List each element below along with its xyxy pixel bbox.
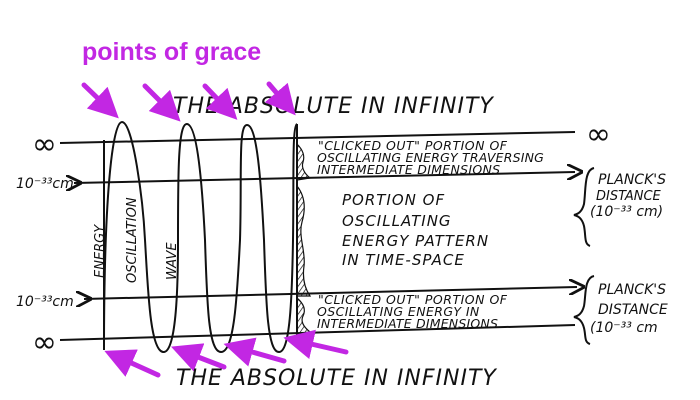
bottom-infinity-line (59, 324, 576, 341)
bottom-clicked-out-hatch (296, 296, 312, 335)
top-clicked-line-1: "CLICKED OUT" PORTION OF (318, 138, 508, 153)
top-right-infinity: ∞ (586, 117, 611, 152)
top-planck-line-3: (10⁻³³ cm) (590, 204, 663, 220)
middle-portion-block: PORTION OF OSCILLATING ENERGY PATTERN IN… (342, 191, 489, 269)
grace-arrow (264, 81, 296, 116)
top-left-infinity: ∞ (32, 127, 57, 162)
top-clicked-out-hatch (296, 142, 312, 181)
oscillation-vertical-label: OSCILLATION (125, 197, 140, 283)
oscillation-wave (103, 120, 298, 354)
bottom-clicked-out-block: "CLICKED OUT" PORTION OF OSCILLATING ENE… (317, 292, 508, 331)
bottom-clicked-line-1: "CLICKED OUT" PORTION OF (318, 292, 508, 307)
grace-arrow (81, 82, 119, 119)
bottom-planck-line-1: PLANCK'S (598, 282, 666, 298)
grace-arrow (202, 83, 238, 120)
grace-arrow (283, 329, 349, 359)
top-grace-arrows (81, 81, 296, 122)
bottom-left-distance-label: 10⁻³³cm (16, 294, 74, 310)
bottom-grace-arrows (104, 329, 349, 378)
top-clicked-line-2: OSCILLATING ENERGY TRAVERSING (317, 150, 544, 165)
bottom-left-infinity: ∞ (32, 325, 57, 360)
bottom-planck-brace (573, 275, 595, 345)
bottom-planck-label: PLANCK'S DISTANCE (10⁻³³ cm (590, 282, 668, 336)
wave-vertical-label: WAVE (165, 242, 180, 280)
middle-line-3: ENERGY PATTERN (342, 232, 489, 250)
top-left-distance-label: 10⁻³³cm (16, 176, 74, 192)
grace-arrow (104, 349, 161, 378)
top-planck-line (74, 172, 575, 183)
bottom-title: THE ABSOLUTE IN INFINITY (176, 366, 497, 391)
bottom-clicked-line-3: INTERMEDIATE DIMENSIONS (317, 316, 498, 331)
top-planck-label: PLANCK'S DISTANCE (10⁻³³ cm) (590, 172, 666, 220)
top-clicked-line-3: INTERMEDIATE DIMENSIONS (317, 162, 500, 177)
top-planck-line-1: PLANCK'S (598, 172, 666, 188)
top-planck-line-2: DISTANCE (596, 189, 662, 204)
bottom-planck-line (84, 287, 577, 299)
bottom-planck-line-3: (10⁻³³ cm (590, 320, 658, 336)
points-of-grace-heading: points of grace (82, 38, 261, 66)
middle-line-4: IN TIME-SPACE (342, 251, 465, 269)
bottom-planck-line-2: DISTANCE (598, 302, 668, 318)
grace-arrow (142, 83, 181, 122)
grace-arrow (170, 343, 227, 372)
grace-arrow (223, 337, 287, 367)
top-infinity-line (59, 131, 576, 144)
middle-line-1: PORTION OF (342, 191, 445, 209)
top-planck-brace (573, 167, 595, 247)
middle-time-space-hatch (296, 184, 312, 297)
boundary-lines (59, 131, 577, 341)
middle-line-2: OSCILLATING (342, 212, 452, 230)
bottom-clicked-line-2: OSCILLATING ENERGY IN (317, 304, 480, 319)
top-clicked-out-block: "CLICKED OUT" PORTION OF OSCILLATING ENE… (317, 138, 544, 177)
energy-vertical-label: ENERGY (93, 224, 108, 278)
